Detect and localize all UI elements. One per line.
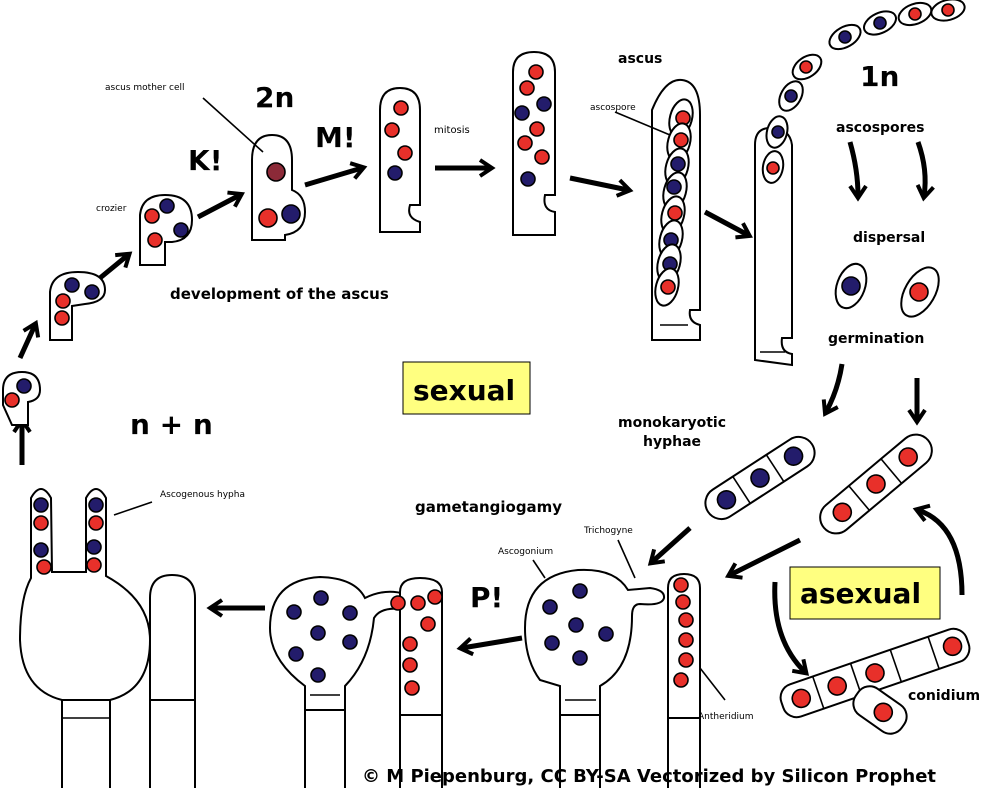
- label-germination: germination: [828, 331, 924, 347]
- arrow-germ-left: [821, 363, 845, 417]
- arrow-ascus-to-release: [703, 209, 753, 240]
- label-crozier: crozier: [96, 204, 127, 214]
- label-ascogenous-hypha: Ascogenous hypha: [160, 490, 245, 500]
- monokaryotic-hyphae: [704, 433, 933, 535]
- credit-text: © M Piepenburg, CC BY-SA Vectorized by S…: [362, 766, 936, 787]
- arrows: [12, 141, 965, 676]
- label-gametangiogamy: gametangiogamy: [415, 498, 562, 516]
- ascus-releasing-spores: [754, 0, 966, 367]
- arrow-up-2: [17, 319, 41, 360]
- label-2n: 2n: [255, 81, 294, 114]
- label-monokaryotic-line2: hyphae: [643, 434, 701, 450]
- arrow-hyphae-to-gametes-right: [724, 537, 802, 580]
- label-dispersal: dispersal: [853, 230, 925, 246]
- label-ascus-mother-cell: ascus mother cell: [105, 83, 185, 93]
- label-ascospores: ascospores: [836, 120, 924, 136]
- label-mitosis: mitosis: [434, 125, 470, 136]
- arrow-asexual-up: [912, 503, 965, 596]
- arrow-up-3: [98, 251, 133, 280]
- plasmogamy-stage: [268, 575, 443, 788]
- crozier-stages: [2, 193, 194, 426]
- label-k: K!: [188, 144, 222, 177]
- arrow-dispersal-right: [915, 141, 935, 202]
- label-p: P!: [470, 581, 503, 614]
- ascus-mother-cell: [202, 97, 307, 241]
- label-asexual: asexual: [800, 577, 921, 610]
- label-ascus: ascus: [618, 51, 662, 67]
- label-trichogyne: Trichogyne: [583, 526, 633, 536]
- ascus-with-ascospores: [614, 78, 701, 341]
- label-m: M!: [315, 121, 356, 154]
- label-n-plus-n: n + n: [130, 408, 213, 441]
- gametangia-before-fusion: [523, 539, 726, 788]
- label-1n: 1n: [860, 60, 899, 93]
- label-development: development of the ascus: [170, 285, 389, 303]
- arrow-hyphae-to-gametes-left: [647, 526, 692, 566]
- conidium-chain: [779, 627, 971, 735]
- arrow-mother-to-m: [304, 161, 368, 188]
- label-ascospore: ascospore: [590, 103, 636, 113]
- ascogenous-structure: [18, 488, 196, 788]
- label-conidium: conidium: [908, 688, 980, 704]
- ascospores-in-ascus: [654, 98, 694, 307]
- label-ascogonium: Ascogonium: [498, 547, 553, 557]
- arrow-dispersal-left: [847, 141, 868, 202]
- label-sexual: sexual: [413, 374, 515, 407]
- mitosis-stage: [512, 50, 556, 236]
- arrow-asexual-down: [772, 581, 810, 676]
- label-monokaryotic-line1: monokaryotic: [618, 415, 726, 431]
- label-antheridium: Antheridium: [698, 712, 754, 722]
- asexual-box: [789, 566, 941, 620]
- dispersed-ascospores: [834, 262, 940, 318]
- arrow-p: [456, 635, 523, 657]
- meiosis-stage: [379, 86, 421, 233]
- arrow-crozier-to-mother: [196, 190, 245, 220]
- arrow-to-ascus: [569, 175, 634, 198]
- sexual-box: [402, 361, 531, 415]
